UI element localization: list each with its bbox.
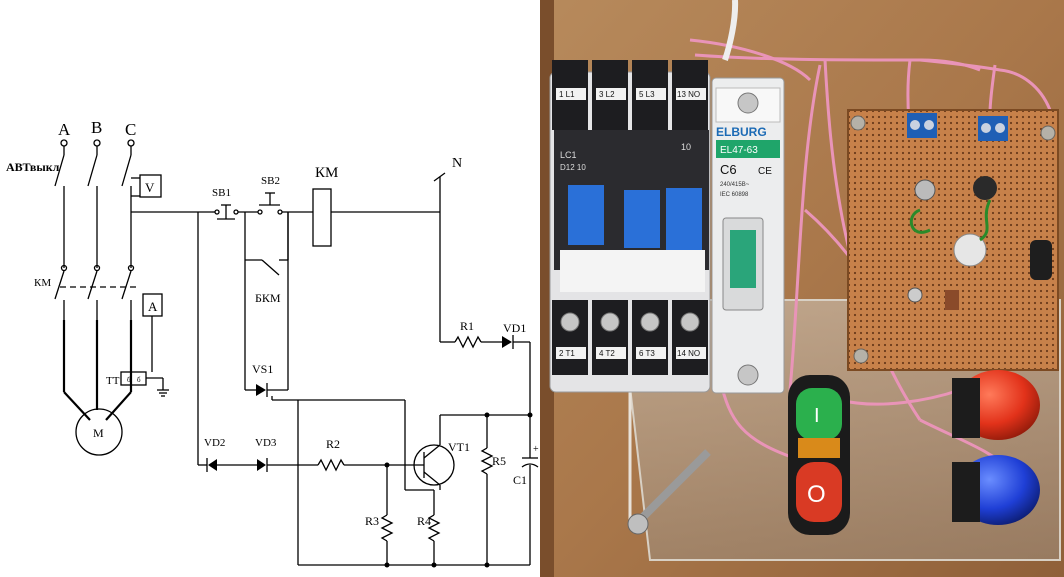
r3-label: R3 bbox=[365, 514, 379, 528]
r5-label: R5 bbox=[492, 454, 506, 468]
bolt bbox=[637, 449, 711, 523]
vd2-label: VD2 bbox=[204, 437, 225, 449]
voltmeter-label: V bbox=[145, 180, 155, 195]
c1-label: C1 bbox=[513, 473, 527, 487]
r4-label: R4 bbox=[417, 514, 431, 528]
ct-box bbox=[120, 371, 147, 386]
phase-c-label: C bbox=[125, 120, 136, 139]
km-label: КМ bbox=[34, 277, 51, 289]
circuit-breaker bbox=[711, 77, 785, 394]
pcb-board bbox=[847, 109, 1059, 371]
device-photo: 1 L1 3 L2 5 L3 13 NO LC1 D12 10 10 2 T1 … bbox=[540, 0, 1064, 577]
motor-symbol bbox=[75, 408, 123, 456]
vd1-diode bbox=[502, 335, 514, 349]
breaker-small-2: IEC 60898 bbox=[720, 192, 749, 198]
vs1-label: VS1 bbox=[252, 362, 273, 376]
vt1-transistor bbox=[413, 444, 455, 486]
r4-resistor bbox=[427, 514, 441, 542]
contactor-top-1: 1 L1 bbox=[559, 90, 575, 99]
breaker-small-1: 240/415В~ bbox=[720, 182, 750, 188]
vd3-label: VD3 bbox=[255, 437, 277, 449]
breaker-rating: C6 bbox=[720, 162, 737, 177]
contactor-bottom-2: 4 T2 bbox=[599, 349, 615, 358]
r2-resistor bbox=[317, 458, 345, 472]
terminal-b bbox=[93, 139, 101, 147]
sb1-label: SB1 bbox=[212, 187, 231, 199]
r2-label: R2 bbox=[326, 437, 340, 451]
r3-resistor bbox=[380, 514, 394, 542]
svg-text:б: б bbox=[137, 376, 141, 384]
contactor-model-line1: LC1 bbox=[560, 150, 577, 160]
terminal-c bbox=[127, 139, 135, 147]
contactor-bottom-1: 2 T1 bbox=[559, 349, 575, 358]
contactor-top-3: 5 L3 bbox=[639, 90, 655, 99]
contactor-bottom-4: 14 NO bbox=[677, 349, 700, 358]
r1-label: R1 bbox=[460, 319, 474, 333]
button-start-label: I bbox=[814, 405, 820, 427]
button-stop-label: O bbox=[807, 481, 826, 508]
breaker-model: EL47-63 bbox=[720, 145, 758, 156]
svg-text:+: + bbox=[533, 444, 539, 455]
terminal-a bbox=[60, 139, 68, 147]
contactor-top-2: 3 L2 bbox=[599, 90, 615, 99]
voltmeter-box bbox=[139, 174, 162, 198]
sb2-label: SB2 bbox=[261, 175, 280, 187]
motor-label: M bbox=[93, 426, 104, 440]
ammeter-label: A bbox=[148, 299, 158, 314]
breaker-ce: CE bbox=[758, 166, 772, 177]
sb2-button bbox=[257, 192, 313, 215]
km-main-contacts bbox=[54, 270, 138, 320]
coil-label: КМ bbox=[315, 165, 338, 181]
phase-b-label: B bbox=[91, 118, 102, 137]
vs1-thyristor bbox=[256, 383, 268, 397]
c1-capacitor bbox=[521, 457, 539, 468]
bkm-label: БКМ bbox=[255, 291, 281, 305]
svg-text:б: б bbox=[127, 376, 131, 384]
vd1-label: VD1 bbox=[503, 321, 526, 335]
contactor-lc1 bbox=[549, 60, 711, 393]
r5-resistor bbox=[480, 447, 494, 475]
white-cable bbox=[722, 0, 739, 61]
neutral-label: N bbox=[452, 156, 462, 171]
contactor-aux: 10 bbox=[681, 142, 691, 152]
breaker-label: АВТвыкл bbox=[6, 160, 60, 174]
motor-feed bbox=[62, 320, 133, 421]
coil-km bbox=[312, 188, 332, 247]
circuit-schematic: A B C АВТвыкл V КМ A ТТ bbox=[6, 118, 539, 568]
breaker-contacts bbox=[54, 146, 132, 268]
vd3-diode bbox=[257, 458, 268, 472]
breaker-brand: ELBURG bbox=[716, 125, 767, 139]
pushbutton-station bbox=[788, 375, 850, 535]
phase-a-label: A bbox=[58, 120, 71, 139]
vd2-diode bbox=[198, 458, 217, 472]
contactor-top-4: 13 NO bbox=[677, 90, 700, 99]
vt1-label: VT1 bbox=[448, 440, 470, 454]
sb1-button bbox=[212, 204, 258, 220]
contactor-bottom-3: 6 T3 bbox=[639, 349, 655, 358]
contactor-model-line2: D12 10 bbox=[560, 163, 586, 172]
ct-label: ТТ bbox=[106, 375, 120, 387]
r1-resistor bbox=[454, 335, 482, 349]
